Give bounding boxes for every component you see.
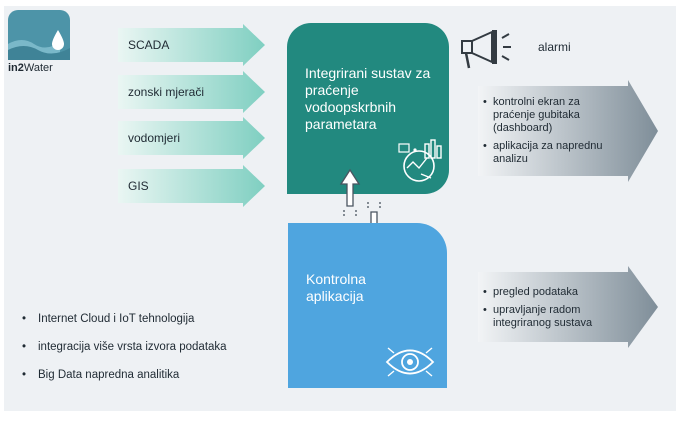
logo-wordmark: in2Water (8, 62, 53, 74)
list-item: kontrolni ekran za praćenje gubitaka (da… (483, 96, 623, 135)
control-app-title: Kontrolna aplikacija (306, 271, 366, 304)
feature-list: Internet Cloud i IoT tehnologija integra… (22, 312, 227, 396)
input-arrow-gis: GIS (118, 165, 265, 207)
input-label: vodomjeri (128, 131, 181, 145)
alarm-label: alarmi (538, 40, 571, 54)
input-arrow-zone-meters: zonski mjerači (118, 71, 265, 113)
logo-badge (8, 10, 70, 60)
water-wave-icon (8, 30, 70, 60)
logo-rest: Water (23, 62, 53, 74)
logo-bold: in2 (8, 62, 24, 74)
list-item: aplikacija za naprednu analizu (483, 140, 623, 166)
input-label: SCADA (128, 38, 170, 52)
eye-icon (385, 347, 435, 377)
control-app-box: Kontrolna aplikacija (288, 223, 447, 388)
list-item: Big Data napredna analitika (22, 368, 227, 382)
input-label: GIS (128, 179, 149, 193)
megaphone-icon (461, 30, 511, 69)
input-label: zonski mjerači (128, 85, 205, 99)
list-item: upravljanje radom integriranog sustava (483, 304, 625, 330)
input-arrow-water-meters: vodomjeri (118, 117, 265, 159)
integrated-system-box: Integrirani sustav za praćenje vodoopskr… (287, 23, 449, 194)
list-item: integracija više vrsta izvora podataka (22, 340, 227, 354)
analytics-chart-icon (398, 139, 442, 182)
output-list-bottom: pregled podataka upravljanje radom integ… (483, 286, 625, 335)
integrated-system-title: Integrirani sustav za praćenje vodoopskr… (305, 65, 431, 132)
input-arrow-scada: SCADA (118, 24, 265, 66)
list-item: Internet Cloud i IoT tehnologija (22, 312, 227, 326)
list-item: pregled podataka (483, 286, 625, 299)
output-list-top: kontrolni ekran za praćenje gubitaka (da… (483, 96, 623, 171)
